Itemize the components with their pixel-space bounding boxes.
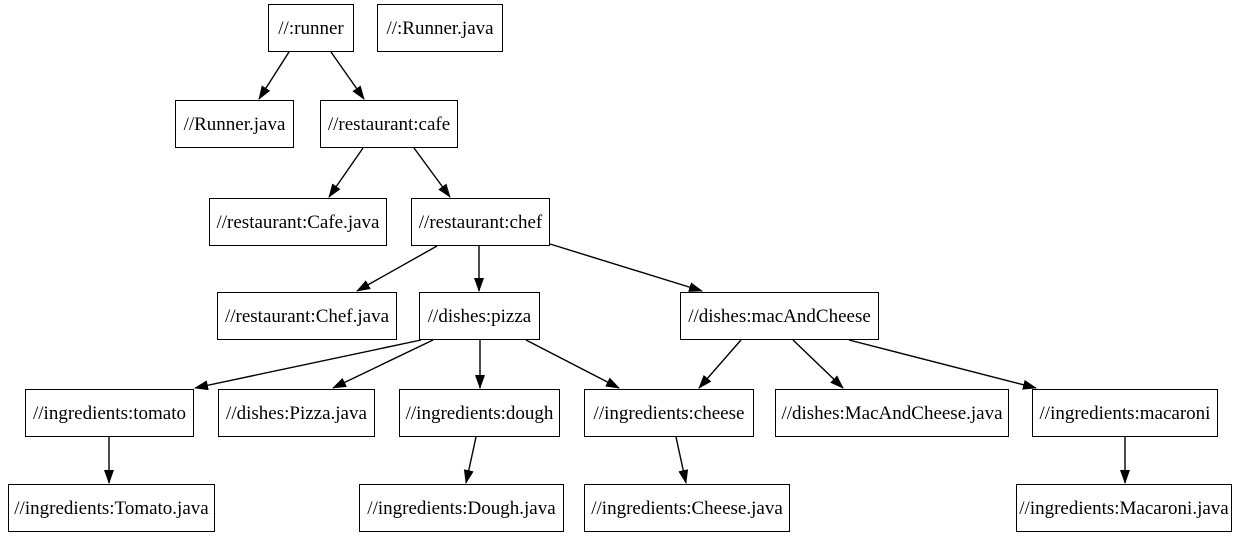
edge-restaurant-chef-to-restaurant-chef-java (356, 245, 438, 292)
graph-node-dishes-pizza-java: //dishes:Pizza.java (218, 389, 375, 437)
edge-restaurant-chef-to-dishes-macandcheese (549, 243, 703, 292)
graph-node-label: //dishes:pizza (427, 305, 532, 327)
edge-dishes-macandcheese-to-ingredients-macaroni (848, 339, 1037, 390)
edge-restaurant-cafe-to-restaurant-chef (413, 147, 451, 198)
graph-node-ingredients-tomato-java: //ingredients:Tomato.java (8, 484, 215, 532)
graph-node-ingredients-cheese-java: //ingredients:Cheese.java (584, 484, 790, 532)
graph-node-ingredients-dough: //ingredients:dough (399, 389, 560, 437)
graph-node-runner: //:runner (268, 4, 354, 52)
graph-node-label: //:Runner.java (386, 17, 494, 39)
graph-node-ingredients-macaroni-java: //ingredients:Macaroni.java (1016, 484, 1232, 532)
graph-node-runner-java-file: //Runner.java (175, 100, 294, 148)
graph-node-label: //dishes:MacAndCheese.java (781, 402, 1003, 424)
graph-node-restaurant-cafe: //restaurant:cafe (320, 100, 458, 148)
graph-node-label: //dishes:macAndCheese (688, 305, 871, 327)
edge-runner-to-restaurant-cafe (330, 51, 365, 100)
graph-node-ingredients-tomato: //ingredients:tomato (25, 389, 194, 437)
graph-node-dishes-macandcheese-java: //dishes:MacAndCheese.java (775, 389, 1009, 437)
edge-dishes-pizza-to-ingredients-cheese (525, 339, 620, 389)
graph-node-label: //ingredients:macaroni (1039, 402, 1211, 424)
edge-dishes-pizza-to-dishes-pizza-java (332, 339, 434, 389)
graph-node-dishes-macandcheese: //dishes:macAndCheese (680, 292, 879, 340)
graph-node-label: //restaurant:cafe (327, 113, 451, 135)
graph-node-restaurant-chef-java: //restaurant:Chef.java (217, 292, 397, 340)
graph-node-restaurant-cafe-java: //restaurant:Cafe.java (209, 198, 387, 246)
edge-ingredients-dough-to-ingredients-dough-java (463, 436, 477, 484)
graph-node-label: //ingredients:Tomato.java (14, 497, 209, 519)
graph-node-ingredients-cheese: //ingredients:cheese (584, 389, 754, 437)
graph-node-label: //ingredients:tomato (32, 402, 187, 424)
graph-node-label: //dishes:Pizza.java (226, 402, 367, 424)
graph-node-runner-java-target: //:Runner.java (377, 4, 503, 52)
graph-node-ingredients-dough-java: //ingredients:Dough.java (359, 484, 564, 532)
edge-ingredients-cheese-to-ingredients-cheese-java (675, 436, 689, 484)
graph-node-label: //ingredients:Dough.java (367, 497, 556, 519)
edge-dishes-macandcheese-to-dishes-macandcheese-java (792, 339, 844, 389)
graph-node-label: //restaurant:chef (418, 211, 543, 233)
edge-runner-to-runner-java-file (258, 51, 290, 100)
graph-node-label: //ingredients:Cheese.java (591, 497, 783, 519)
graph-node-ingredients-macaroni: //ingredients:macaroni (1032, 389, 1218, 437)
graph-node-label: //ingredients:dough (405, 402, 554, 424)
graph-node-label: //restaurant:Cafe.java (216, 211, 380, 233)
graph-node-label: //restaurant:Chef.java (224, 305, 390, 327)
edge-dishes-pizza-to-ingredients-tomato (194, 339, 422, 391)
graph-node-dishes-pizza: //dishes:pizza (419, 292, 540, 340)
graph-node-label: //ingredients:cheese (593, 402, 745, 424)
graph-node-label: //:runner (278, 17, 344, 39)
edge-dishes-macandcheese-to-ingredients-cheese (698, 339, 742, 389)
edge-restaurant-cafe-to-restaurant-cafe-java (328, 147, 364, 198)
graph-node-restaurant-chef: //restaurant:chef (411, 198, 550, 246)
graph-node-label: //Runner.java (183, 113, 286, 135)
graph-node-label: //ingredients:Macaroni.java (1019, 497, 1229, 519)
